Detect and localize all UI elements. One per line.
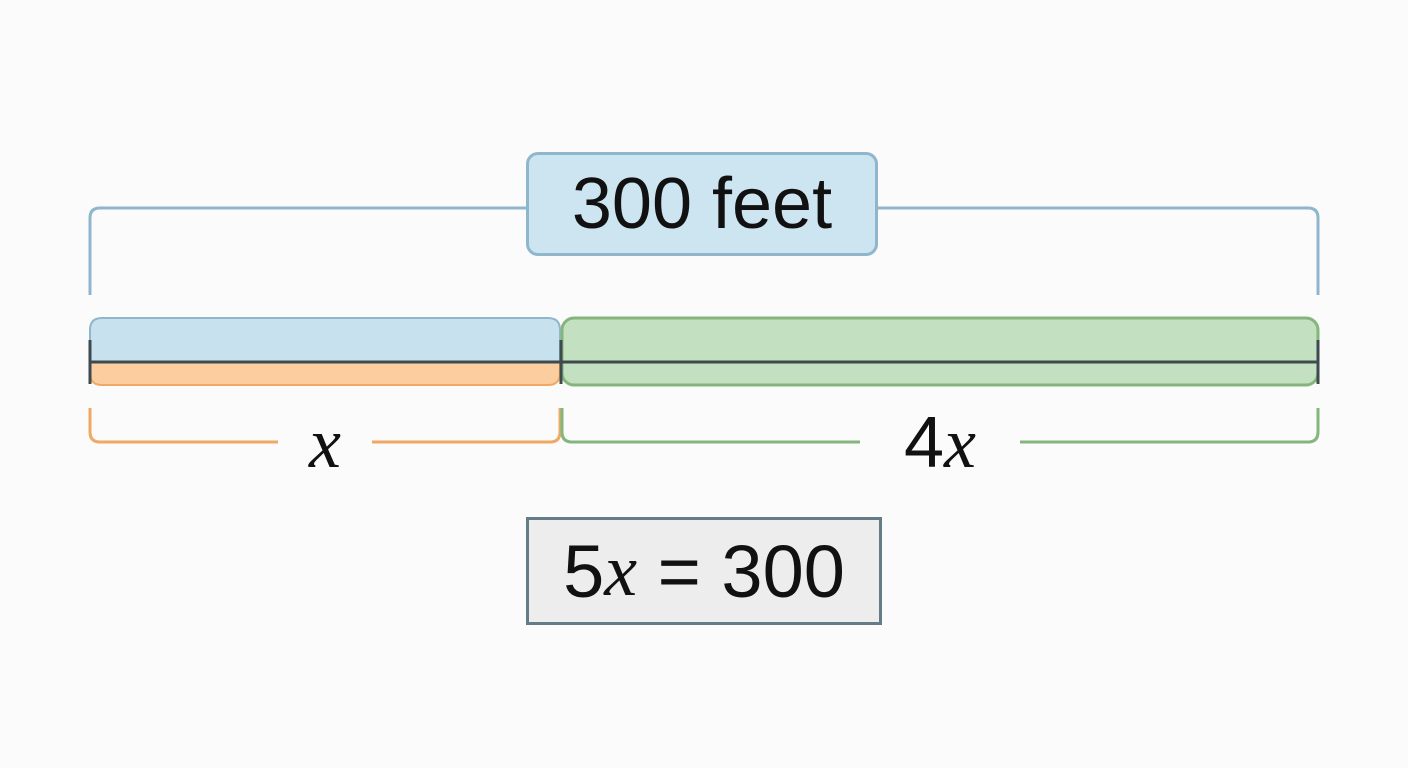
equation-var: x [604,529,638,612]
segment-4x-var: x [944,403,976,483]
total-label: 300 feet [526,152,878,256]
equation-coef: 5 [563,529,605,613]
segment-4x-bar [560,316,1320,387]
segment-x-label: x [278,405,372,481]
segment-x-bar [89,317,561,386]
total-bracket [88,206,1320,295]
segment-x-var: x [309,403,341,483]
segment-4x-brace [560,408,1320,444]
equation-rest: = 300 [637,529,845,613]
segment-4x-coef: 4 [903,403,945,483]
axis-line [88,340,1320,384]
segment-x-brace [88,408,562,444]
